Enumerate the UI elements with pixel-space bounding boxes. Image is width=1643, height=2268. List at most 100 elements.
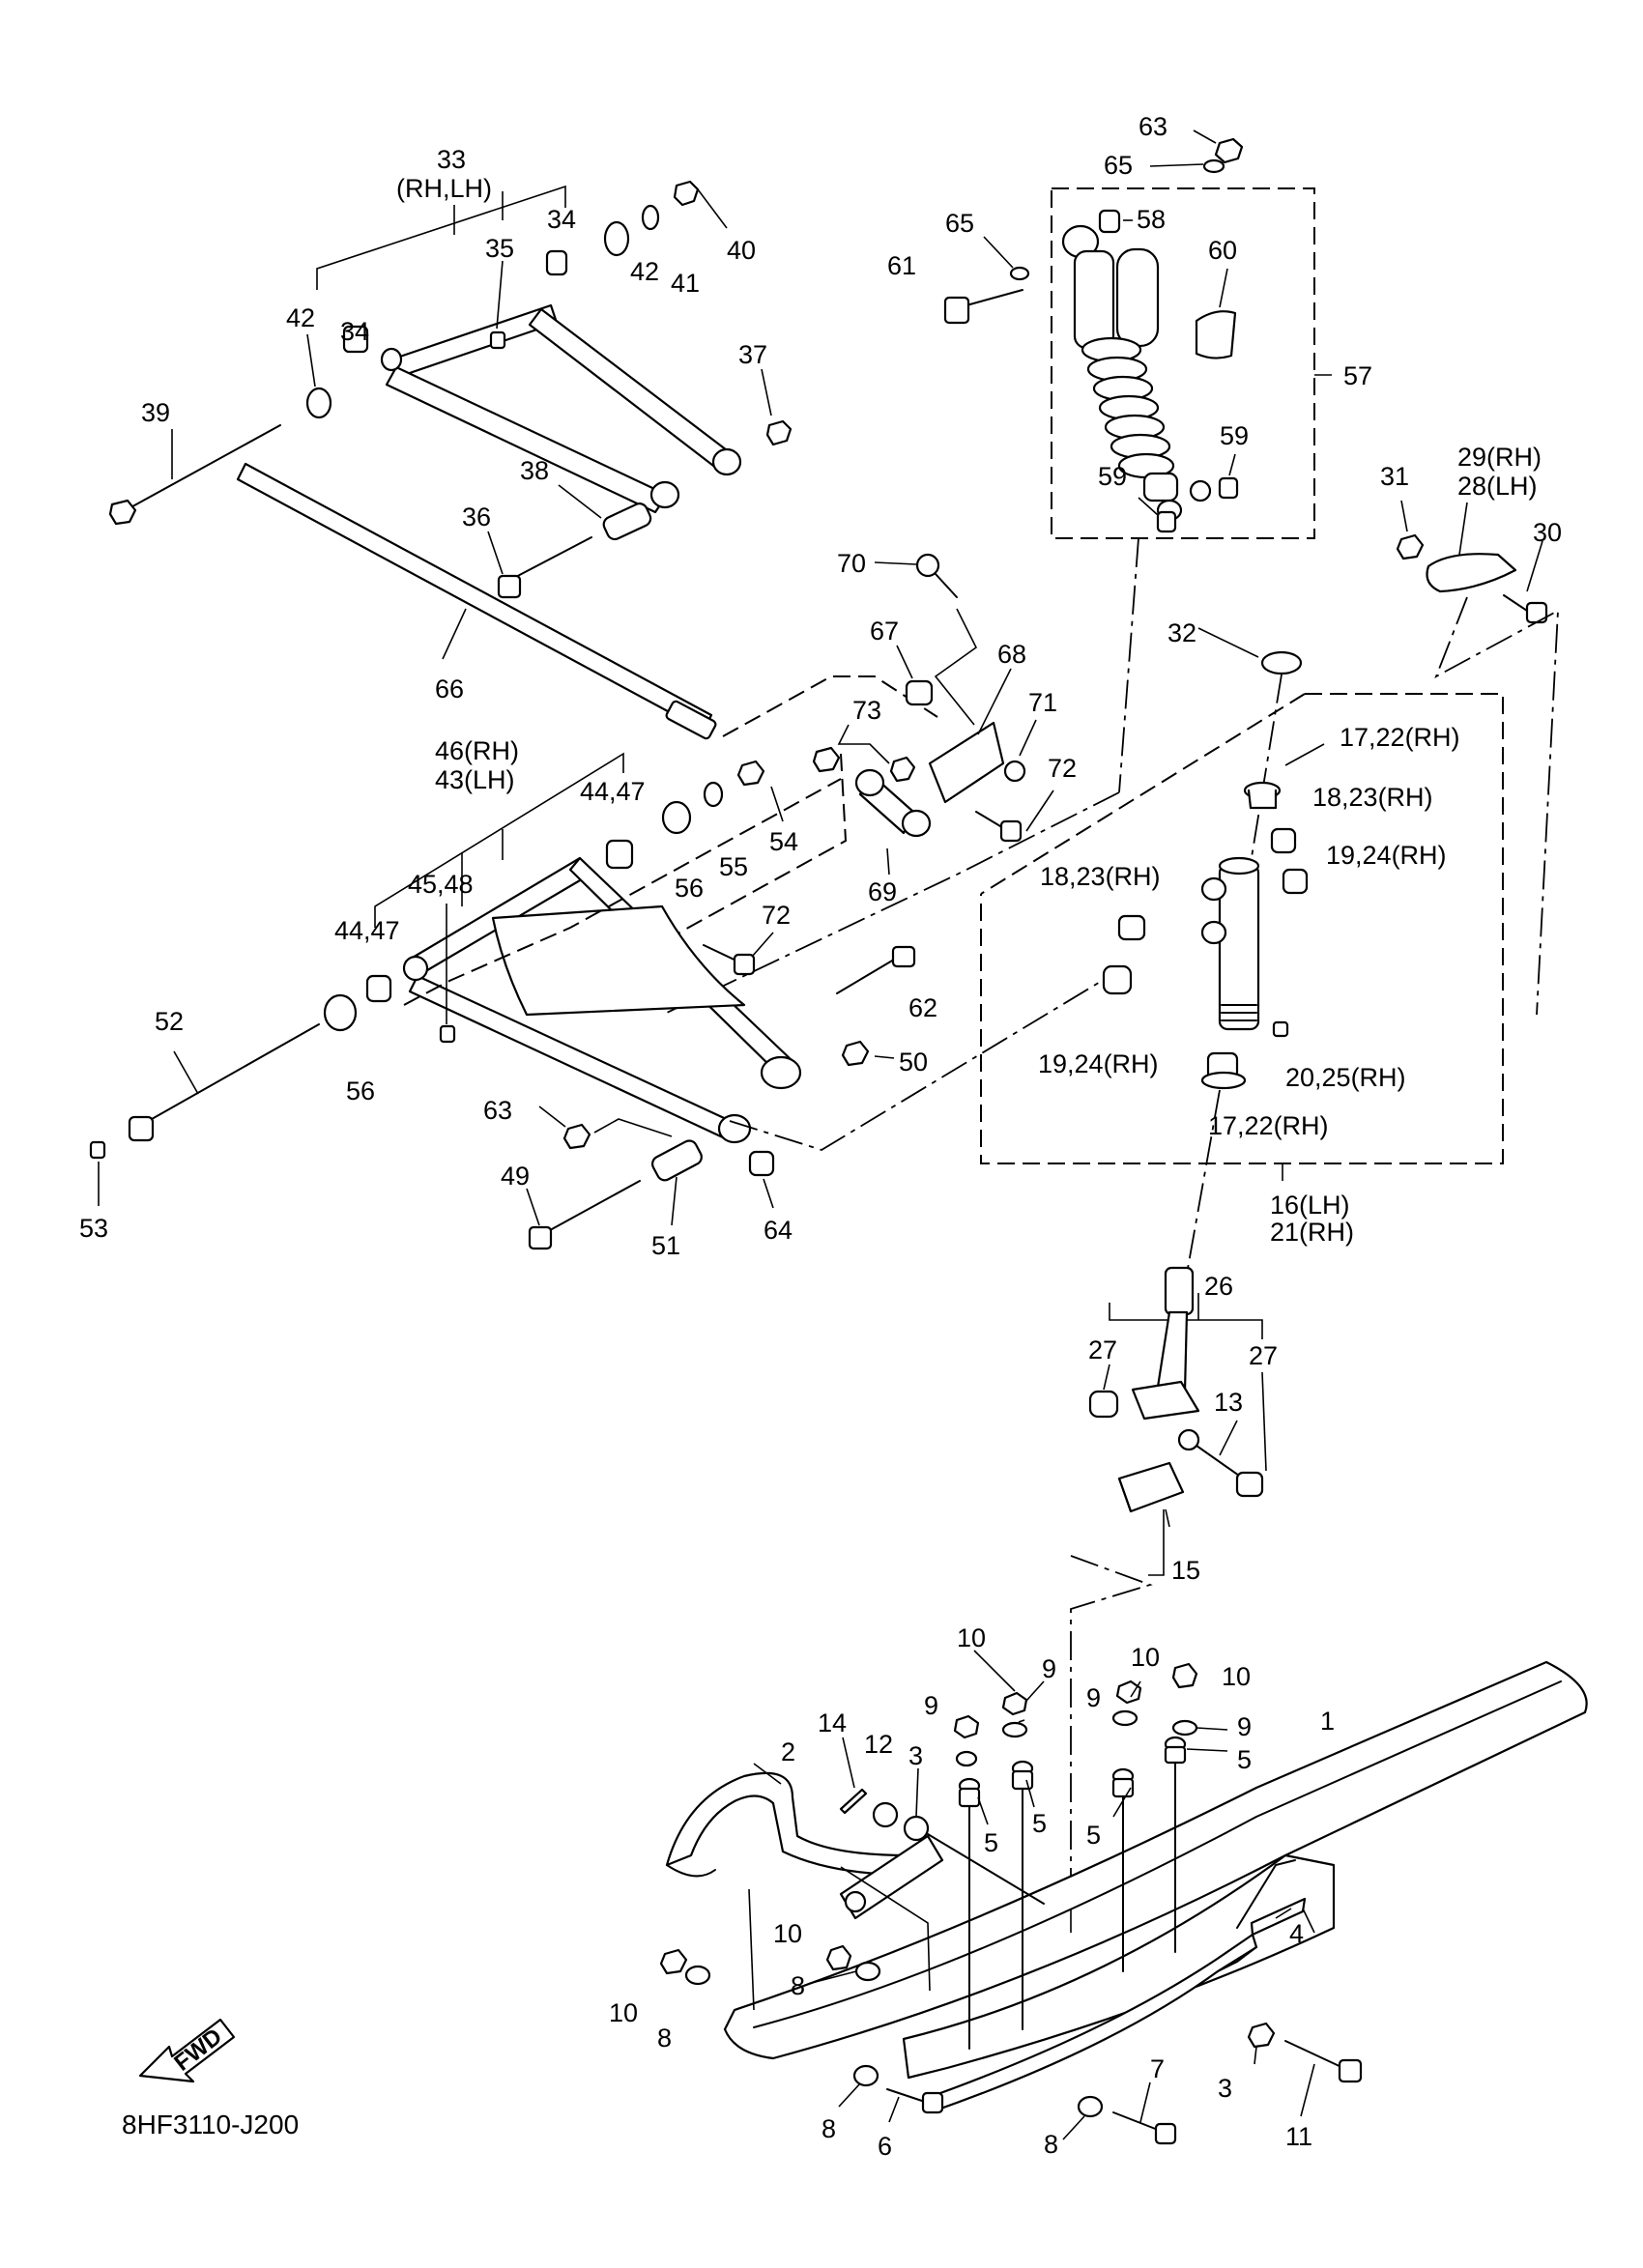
label-9c: 9 <box>1086 1683 1101 1712</box>
spindle-group <box>1070 1266 1267 1909</box>
part-labels: 63 65 65 58 61 60 57 59 59 33 (RH,LH) 34… <box>79 112 1562 2161</box>
label-56b: 56 <box>346 1077 375 1105</box>
spring-coils <box>1081 336 1175 479</box>
label-65b: 65 <box>945 209 974 238</box>
label-61: 61 <box>887 251 916 280</box>
label-59a: 59 <box>1220 421 1249 450</box>
label-34a: 34 <box>547 205 576 234</box>
label-10e: 10 <box>609 1998 638 2027</box>
label-65a: 65 <box>1104 151 1133 180</box>
label-2: 2 <box>781 1737 795 1766</box>
label-72b: 72 <box>762 901 791 930</box>
label-50: 50 <box>899 1048 928 1077</box>
label-43: 43(LH) <box>435 765 515 794</box>
label-5a: 5 <box>1237 1745 1252 1774</box>
label-11: 11 <box>1285 2122 1312 2151</box>
label-13: 13 <box>1214 1388 1243 1417</box>
label-33: 33 <box>437 145 466 174</box>
shaft-group <box>236 462 938 740</box>
label-63b: 63 <box>483 1096 512 1125</box>
label-16: 16(LH) <box>1270 1191 1350 1220</box>
label-8a: 8 <box>791 1971 805 2000</box>
label-33-sub: (RH,LH) <box>396 174 492 203</box>
label-44-47b: 44,47 <box>334 916 400 945</box>
label-46: 46(RH) <box>435 736 519 765</box>
label-69: 69 <box>868 877 897 906</box>
upper-arm-group <box>108 180 793 599</box>
label-21: 21(RH) <box>1270 1218 1354 1247</box>
label-42a: 42 <box>286 303 315 332</box>
label-70: 70 <box>837 549 866 578</box>
label-60: 60 <box>1208 236 1237 265</box>
label-31: 31 <box>1380 462 1409 491</box>
label-73: 73 <box>852 696 881 725</box>
kingpin-group <box>980 674 1504 1275</box>
label-10d: 10 <box>773 1919 802 1948</box>
label-9d: 9 <box>1237 1712 1252 1741</box>
fwd-arrow-icon: FWD <box>138 2018 236 2083</box>
label-63a: 63 <box>1139 112 1167 141</box>
label-10b: 10 <box>1131 1643 1160 1672</box>
label-62: 62 <box>908 993 937 1022</box>
label-42b: 42 <box>630 257 659 286</box>
label-51: 51 <box>651 1231 680 1260</box>
ski-group <box>659 1650 1588 2145</box>
label-56a: 56 <box>675 874 704 903</box>
label-67: 67 <box>870 617 899 646</box>
label-9b: 9 <box>924 1691 938 1720</box>
label-14: 14 <box>818 1708 847 1737</box>
label-9a: 9 <box>1042 1654 1056 1683</box>
diagram-code: 8HF3110-J200 <box>122 2110 299 2139</box>
label-15: 15 <box>1171 1556 1200 1585</box>
label-39: 39 <box>141 398 170 427</box>
label-28: 28(LH) <box>1457 472 1538 501</box>
label-5d: 5 <box>1086 1821 1101 1850</box>
label-64: 64 <box>764 1216 793 1245</box>
label-52: 52 <box>155 1007 184 1036</box>
lower-arm-group <box>89 752 1103 1250</box>
label-32: 32 <box>1167 618 1196 647</box>
label-4: 4 <box>1289 1919 1304 1948</box>
label-8c: 8 <box>822 2114 836 2143</box>
label-30: 30 <box>1533 518 1562 547</box>
label-3a: 3 <box>908 1741 923 1770</box>
label-45-48: 45,48 <box>408 870 474 899</box>
label-27a: 27 <box>1088 1335 1117 1364</box>
label-19-24a: 19,24(RH) <box>1326 841 1447 870</box>
steering-arm-group <box>1197 500 1559 1016</box>
label-17-22a: 17,22(RH) <box>1340 723 1460 752</box>
label-20-25: 20,25(RH) <box>1285 1063 1406 1092</box>
label-27b: 27 <box>1249 1341 1278 1370</box>
label-17-22b: 17,22(RH) <box>1208 1111 1329 1140</box>
label-7: 7 <box>1150 2054 1165 2083</box>
label-53: 53 <box>79 1214 108 1243</box>
label-68: 68 <box>997 640 1026 669</box>
label-54: 54 <box>769 827 798 856</box>
label-8b: 8 <box>657 2024 672 2053</box>
label-49: 49 <box>501 1162 530 1191</box>
label-10a: 10 <box>957 1623 986 1652</box>
label-66: 66 <box>435 675 464 703</box>
label-40: 40 <box>727 236 756 265</box>
label-38: 38 <box>520 456 549 485</box>
label-35: 35 <box>485 234 514 263</box>
label-12: 12 <box>864 1730 893 1759</box>
label-5c: 5 <box>984 1828 998 1857</box>
label-55: 55 <box>719 852 748 881</box>
label-29: 29(RH) <box>1457 443 1542 472</box>
link-group <box>661 553 1120 1014</box>
label-5b: 5 <box>1032 1809 1047 1838</box>
label-26: 26 <box>1204 1272 1233 1301</box>
label-18-23a: 18,23(RH) <box>1312 783 1433 812</box>
label-37: 37 <box>738 340 767 369</box>
label-1: 1 <box>1320 1707 1335 1736</box>
label-36: 36 <box>462 502 491 531</box>
label-71: 71 <box>1028 688 1057 717</box>
label-10c: 10 <box>1222 1662 1251 1691</box>
label-18-23b: 18,23(RH) <box>1040 862 1161 891</box>
shock-absorber-group <box>943 129 1332 539</box>
label-19-24b: 19,24(RH) <box>1038 1049 1159 1078</box>
label-6: 6 <box>878 2132 892 2161</box>
label-34b: 34 <box>340 317 369 346</box>
